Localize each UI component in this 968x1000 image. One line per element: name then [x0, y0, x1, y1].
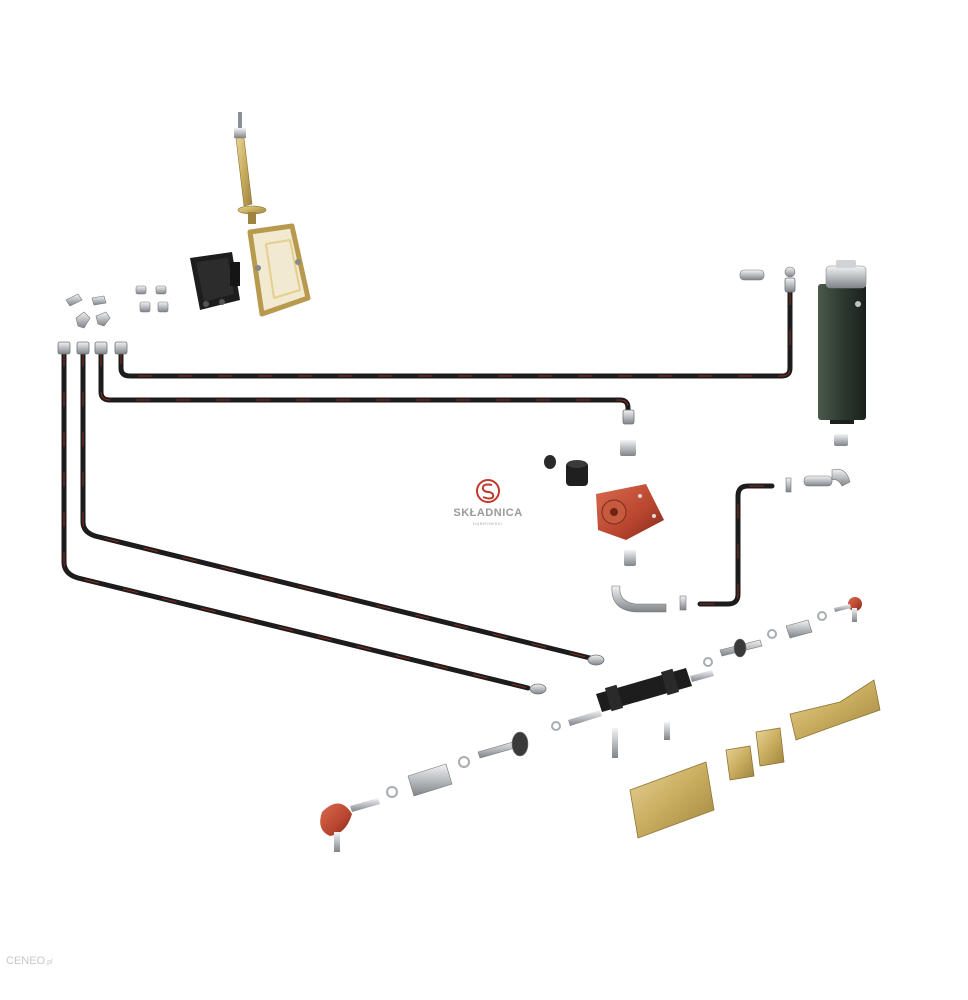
washers	[386, 611, 827, 798]
mounting-bolts	[612, 722, 670, 758]
watermark-tld: .pl	[45, 959, 53, 966]
steering-cylinder	[568, 668, 714, 726]
steering-valve	[190, 252, 240, 310]
steering-column	[234, 112, 267, 224]
hydraulic-pump	[596, 440, 664, 566]
banjo-fittings	[739, 266, 851, 493]
joint-sleeves	[407, 619, 813, 797]
mounting-plates	[629, 679, 881, 839]
adapter-fittings	[135, 285, 169, 313]
hose-to-tank	[118, 287, 793, 379]
hydraulic-hoses	[61, 287, 793, 691]
pump-outlet-elbow	[611, 585, 687, 613]
elbow-fittings	[65, 293, 111, 329]
hose-to-cylinder-upper	[80, 349, 593, 661]
brand-subtext: DĄBROWSKI	[473, 521, 503, 526]
brand-name: SKŁADNICA	[453, 507, 523, 519]
mounting-bracket	[247, 223, 311, 317]
ceneo-watermark: CENEO.pl	[6, 955, 53, 967]
tie-rod-end-right	[834, 597, 862, 622]
hose-end-fittings	[57, 277, 796, 695]
hose-to-cylinder-lower	[61, 349, 531, 691]
watermark-text: CENEO	[6, 955, 46, 967]
hose-return	[697, 483, 775, 607]
pump-coupling	[544, 455, 588, 486]
oil-tank	[818, 260, 867, 446]
hose-to-pump	[98, 349, 631, 423]
tie-rod-end-left	[320, 798, 380, 852]
brand-emblem-icon	[476, 479, 500, 503]
brand-logo: SKŁADNICA DĄBROWSKI	[448, 476, 528, 528]
